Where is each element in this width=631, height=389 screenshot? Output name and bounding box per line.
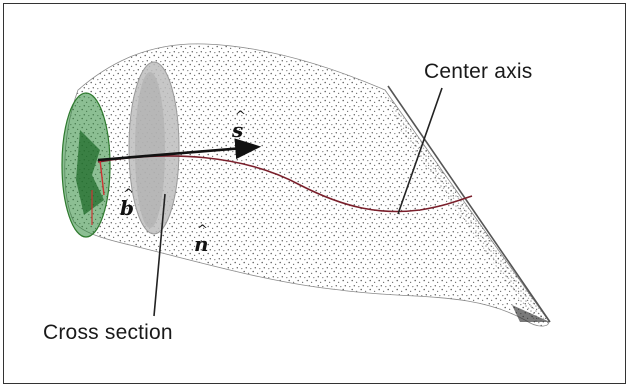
- center-axis-label: Center axis: [424, 60, 532, 84]
- cross-section-label: Cross section: [43, 321, 173, 345]
- s-hat: ^: [235, 107, 246, 127]
- s-vector-label: ^ s: [232, 120, 243, 140]
- n-hat: ^: [197, 221, 208, 241]
- b-vector-label: ^ b: [120, 198, 134, 218]
- n-vector-label: ^ n: [194, 234, 209, 254]
- cross-section-inner: [135, 72, 165, 228]
- b-hat: ^: [123, 185, 134, 205]
